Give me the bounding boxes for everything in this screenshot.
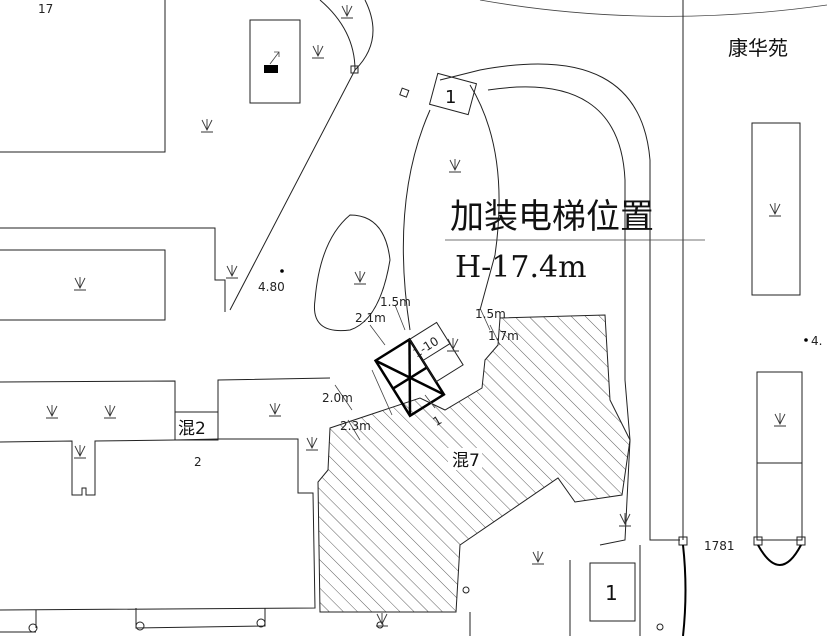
gate-label-top: 1 xyxy=(445,87,456,108)
small-structure xyxy=(249,19,301,104)
building-mixed-7-label: 混7 xyxy=(452,451,480,471)
structure-marker-icon xyxy=(264,65,278,73)
building-middle-left xyxy=(0,227,226,312)
building-right-bottom xyxy=(756,371,803,541)
oval-planter xyxy=(313,214,391,332)
elevation-point-icon xyxy=(280,269,284,273)
elevation-left-label: 4.80 xyxy=(258,280,285,294)
road-number-label: 1781 xyxy=(704,539,735,553)
building-mixed-2 xyxy=(0,377,331,611)
elevation-right-label: 4. xyxy=(811,334,822,348)
top-road-arc xyxy=(479,0,827,17)
main-road-inner xyxy=(402,109,431,331)
dimension-4: 1.7m xyxy=(488,329,519,343)
gate-box-bottom xyxy=(589,562,636,622)
dimension-5: 2.0m xyxy=(322,391,353,405)
curved-path-inner xyxy=(354,0,374,71)
elevator-height: H-17.4m xyxy=(455,250,587,285)
main-road-outer xyxy=(469,84,500,311)
curved-path-outer xyxy=(229,0,356,311)
dimension-1: 1.5m xyxy=(380,295,411,309)
lot-number-label: 17 xyxy=(38,2,53,16)
building-floors-label: 2 xyxy=(194,455,202,469)
community-name-label: 康华苑 xyxy=(728,36,788,60)
dimension-3: 1.5m xyxy=(475,307,506,321)
gate-box-top xyxy=(428,72,478,116)
dimension-2: 2.1m xyxy=(355,311,386,325)
building-right-top xyxy=(751,122,801,296)
north-arrow-icon xyxy=(269,51,280,65)
gate-label-bottom: 1 xyxy=(605,581,618,605)
elevator-scale-label: 1-10 xyxy=(411,334,442,360)
elevator-title: 加装电梯位置 xyxy=(450,197,654,237)
building-mixed-2-label: 混2 xyxy=(178,419,206,439)
building-top-left xyxy=(0,0,166,153)
dimension-6: 2.3m xyxy=(340,419,371,433)
